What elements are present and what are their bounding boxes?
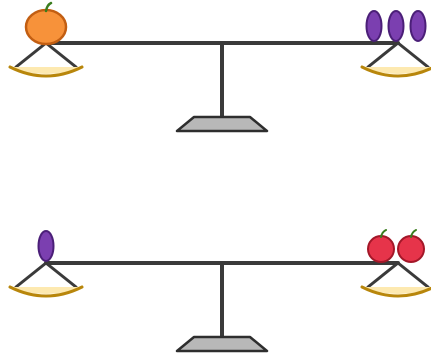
orange-icon [24, 8, 68, 46]
bottom-scale-left-pan-items [37, 230, 55, 262]
apple-icon [367, 235, 395, 263]
top-scale-right-pan-items [365, 10, 427, 42]
plum-icon [365, 10, 383, 42]
bottom-balance-scale [8, 229, 431, 353]
apple-stem-icon [380, 229, 387, 238]
apple-icon [397, 235, 425, 263]
bottom-scale-frame [8, 261, 431, 353]
right-pan-strings [366, 261, 430, 289]
top-scale-frame [8, 41, 431, 133]
left-pan-strings [14, 41, 78, 69]
top-scale-left-pan-items [24, 1, 68, 46]
right-pan-rim [360, 285, 431, 298]
orange-stem-icon [44, 1, 53, 13]
right-pan-bowl [362, 67, 431, 74]
plum-icon [37, 230, 55, 262]
apple-stem-icon [410, 229, 417, 238]
left-pan-rim [8, 285, 84, 298]
scale-base [175, 115, 269, 133]
left-pan-strings [14, 261, 78, 289]
top-balance-scale [8, 1, 431, 133]
right-pan-bowl [362, 287, 431, 294]
left-pan-rim [8, 65, 84, 78]
right-pan-strings [366, 41, 430, 69]
plum-icon [387, 10, 405, 42]
scale-base [175, 335, 269, 353]
plum-icon [409, 10, 427, 42]
bottom-scale-right-pan-items [367, 229, 425, 263]
right-pan-rim [360, 65, 431, 78]
